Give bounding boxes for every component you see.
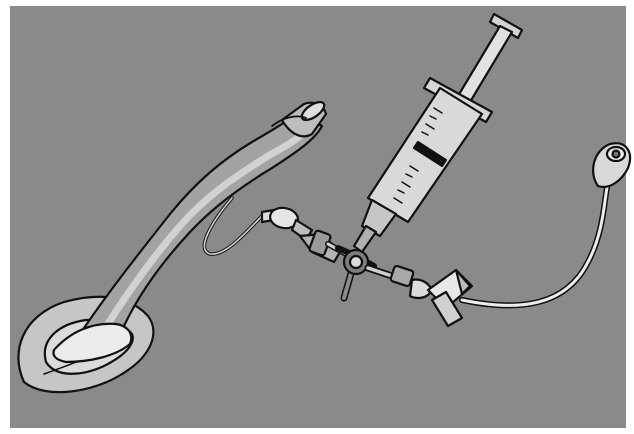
illustration (0, 0, 634, 434)
